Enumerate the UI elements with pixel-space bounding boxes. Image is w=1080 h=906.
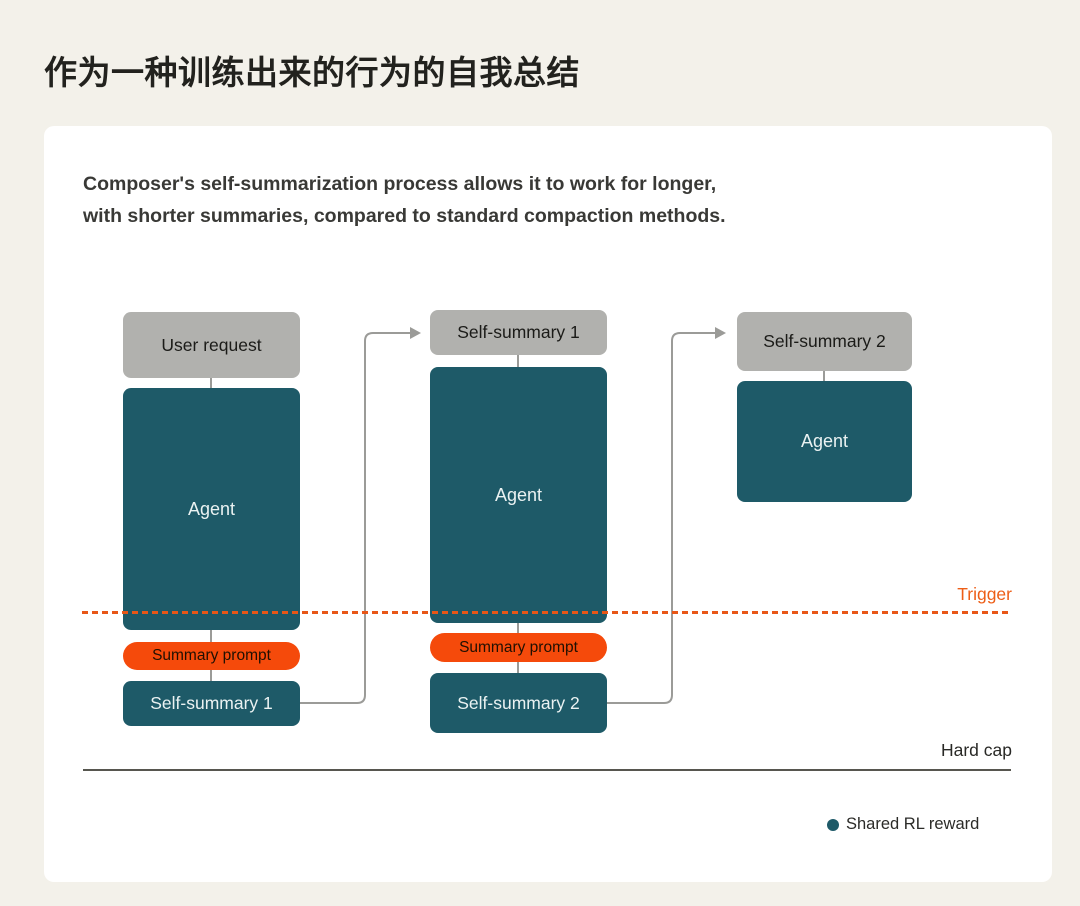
hard-cap-line — [83, 769, 1011, 771]
diagram-caption: Composer's self-summarization process al… — [83, 168, 726, 232]
node-agent-1: Agent — [123, 388, 300, 630]
legend-label: Shared RL reward — [846, 815, 980, 833]
page-title: 作为一种训练出来的行为的自我总结 — [44, 54, 580, 91]
hard-cap-label: Hard cap — [940, 740, 1012, 760]
node-self-summary-1-input: Self-summary 1 — [430, 310, 607, 355]
flow-arrow-1-icon — [300, 327, 421, 704]
caption-line-1: Composer's self-summarization process al… — [83, 173, 717, 195]
trigger-label: Trigger — [957, 584, 1012, 604]
legend: Shared RL reward — [827, 815, 979, 834]
connector-line — [210, 377, 212, 389]
node-self-summary-1-output: Self-summary 1 — [123, 681, 300, 726]
trigger-threshold-line — [82, 611, 1012, 614]
diagram-card: Composer's self-summarization process al… — [44, 126, 1052, 882]
node-agent-2: Agent — [430, 367, 607, 623]
flow-arrow-2-icon — [607, 327, 726, 704]
node-self-summary-2-input: Self-summary 2 — [737, 312, 912, 371]
connector-line — [823, 370, 825, 382]
node-self-summary-2-output: Self-summary 2 — [430, 673, 607, 733]
caption-line-2: with shorter summaries, compared to stan… — [83, 205, 726, 227]
node-summary-prompt-2: Summary prompt — [430, 633, 607, 662]
legend-dot-icon — [827, 818, 839, 831]
node-summary-prompt-1: Summary prompt — [123, 642, 300, 670]
node-agent-3: Agent — [737, 381, 912, 502]
node-user-request: User request — [123, 312, 300, 378]
connector-line — [517, 354, 519, 368]
